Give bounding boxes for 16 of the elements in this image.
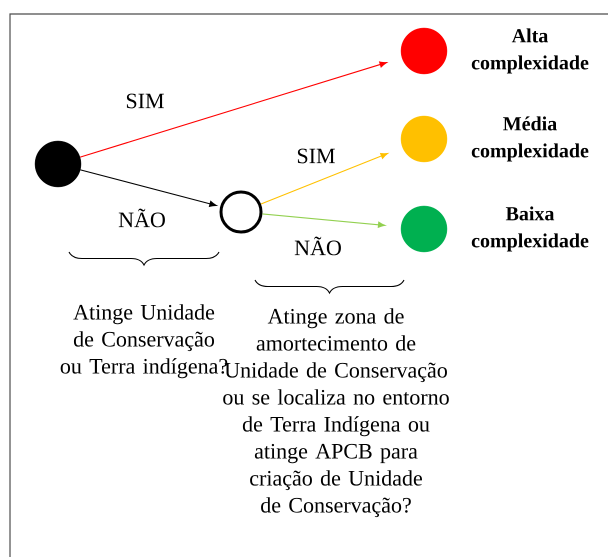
- edge-label: SIM: [298, 148, 335, 164]
- circle-node: [400, 116, 448, 162]
- circle-node: [220, 190, 262, 234]
- outcome-label: Média complexidade: [472, 116, 588, 162]
- circle-node: [400, 28, 448, 74]
- outcome-label: Baixa complexidade: [472, 206, 588, 252]
- arrow: [260, 153, 388, 205]
- arrow: [262, 213, 386, 228]
- edge-label: NÃO: [294, 236, 341, 256]
- edge-label: SIM: [126, 94, 164, 108]
- edge-label: NÃO: [118, 208, 165, 228]
- arrow: [80, 169, 217, 207]
- circle-node: [400, 206, 448, 252]
- arrow: [80, 62, 387, 158]
- outcome-label: Alta complexidade: [472, 28, 588, 74]
- circle-node: [34, 140, 82, 188]
